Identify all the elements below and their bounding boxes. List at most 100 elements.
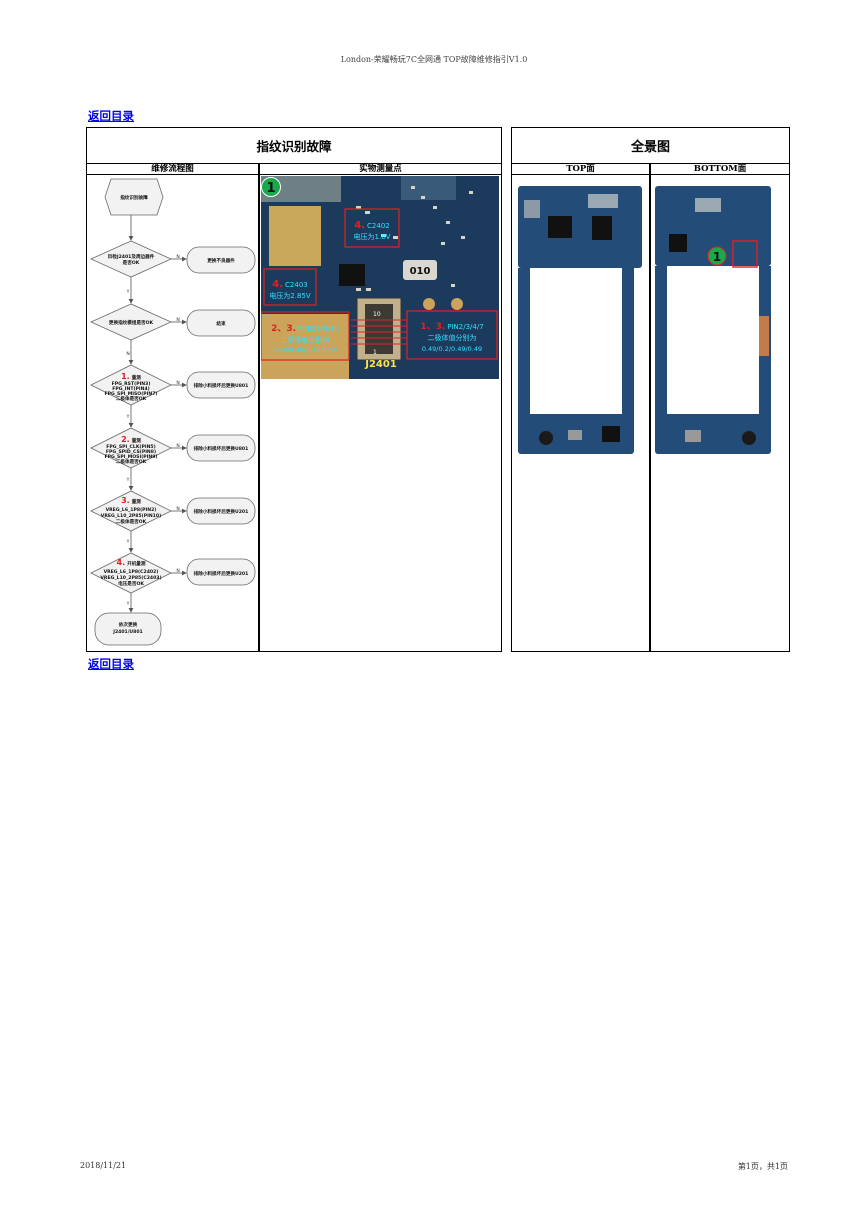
col-flow-header: 维修流程图 xyxy=(151,164,194,174)
flow-d3-line4: FPG_SPI_MISO(PIN7) xyxy=(104,391,157,397)
flow-d6-line4: 电压是否OK xyxy=(118,580,144,587)
flow-action-6 xyxy=(186,558,256,586)
c2402-name: C2402 xyxy=(367,222,390,230)
flow-no-4: N xyxy=(176,443,179,449)
flow-yes-6: Y xyxy=(126,601,130,607)
right-pins-pins: PIN2/3/4/7 xyxy=(447,323,483,331)
ic-chip xyxy=(339,264,365,286)
flow-d4-line1: 2.量测 xyxy=(121,435,141,444)
document-header: London-荣耀畅玩7C全网通 TOP故障维修指引V1.0 xyxy=(340,55,528,64)
gold-pad-upper xyxy=(269,206,321,266)
pin10-label: 10 xyxy=(373,311,381,318)
flow-a2-text: 结束 xyxy=(216,320,226,327)
flow-end-shape xyxy=(94,612,162,646)
left-pins-desc: 二极体值分别为 xyxy=(281,335,330,344)
c2403-label: 4.C2403 xyxy=(272,279,307,290)
bottom-marker-circle xyxy=(707,246,727,266)
right-divider-1 xyxy=(512,163,789,164)
flow-a6-text: 排除小料损坏后更换U201 xyxy=(194,570,249,577)
c2403-box xyxy=(263,268,317,306)
flow-d3-num: 1. xyxy=(121,372,130,381)
flow-d1-line2: 是否OK xyxy=(122,259,140,266)
flow-start-shape xyxy=(104,178,164,216)
fingerprint-fault-panel xyxy=(86,127,502,652)
left-divider-2 xyxy=(87,174,501,175)
flow-d3-l0: 量测 xyxy=(132,374,142,381)
flow-d3-line3: FPG_INT(PIN4) xyxy=(112,386,150,392)
right-pins-box xyxy=(406,310,498,360)
right-pins-label: 1、3.PIN2/3/4/7 xyxy=(420,322,483,332)
flow-yes-5: Y xyxy=(126,539,130,545)
flow-no-3: N xyxy=(176,380,179,386)
flow-yes-3: Y xyxy=(126,414,130,420)
flow-d6-line1: 4.开机量测 xyxy=(117,558,146,567)
flow-end-line2: J2401/U801 xyxy=(112,629,143,635)
right-panel-title: 全景图 xyxy=(630,140,670,155)
bottom-marker-box xyxy=(732,240,758,268)
panorama-panel xyxy=(511,127,790,652)
flow-d3-line1: 1.量测 xyxy=(121,372,141,381)
back-to-toc-link-top[interactable]: 返回目录 xyxy=(88,109,134,123)
flow-action-3 xyxy=(186,371,256,399)
flow-no-1: N xyxy=(176,254,179,260)
flow-d3-line5: 二极体是否OK xyxy=(116,395,147,402)
flow-no-2: N xyxy=(176,317,179,323)
flow-d4-l0: 量测 xyxy=(132,437,142,444)
flow-d6-line2: VREG_L6_1P8(C2402) xyxy=(104,569,159,575)
left-divider-1 xyxy=(87,163,501,164)
right-pins-desc: 二极体值分别为 xyxy=(428,333,477,342)
flow-no-5: N xyxy=(176,506,179,512)
right-pins-values: 0.49/0.2/0.49/0.49 xyxy=(422,345,482,353)
top-side-board xyxy=(518,186,642,454)
flow-action-2 xyxy=(186,309,256,337)
flow-action-4 xyxy=(186,434,256,462)
left-col-divider xyxy=(258,163,260,651)
left-pins-label: 2、3.PIN5/8/9/10 xyxy=(271,324,339,334)
flow-yes-4: Y xyxy=(126,477,130,483)
flow-d5-line4: 二极体是否OK xyxy=(116,518,147,525)
flow-d5-line1: 3.量测 xyxy=(121,496,141,505)
flow-d4-line5: 二极体是否OK xyxy=(116,458,147,465)
flow-d2-text: 更换指纹模组是否OK xyxy=(109,319,154,326)
flow-d6-line3: VREG_L10_2P85(C2403) xyxy=(100,575,161,581)
flow-start-text: 指纹识别故障 xyxy=(120,194,148,201)
flow-a4-text: 排除小料损坏后更换U801 xyxy=(194,445,249,452)
back-to-toc-link-bottom[interactable]: 返回目录 xyxy=(88,657,134,671)
connector-label: J2401 xyxy=(364,359,397,370)
c2402-box xyxy=(344,208,400,248)
pin1-label: 1 xyxy=(373,349,377,356)
flow-no-6: N xyxy=(176,568,179,574)
resistor-010 xyxy=(403,260,437,280)
flow-d1-line1: 目检J2401及周边器件 xyxy=(108,253,155,260)
c2402-num: 4. xyxy=(354,220,365,231)
col-top-header: TOP面 xyxy=(566,164,595,174)
flow-d5-l0: 量测 xyxy=(132,498,142,505)
pcb-measurement-photo: 010 10 1 J2401 1 4.C2402 电压为1.8V 4.C2403… xyxy=(261,176,499,379)
c2402-value: 电压为1.8V xyxy=(354,232,391,241)
photo-badge-circle xyxy=(261,177,281,197)
repair-flowchart: 指纹识别故障 目检J2401及周边器件 是否OK 更换不良器件 更换指纹模组是否… xyxy=(90,178,256,646)
left-pins-num: 2、3. xyxy=(271,324,296,334)
col-measure-header: 实物测量点 xyxy=(359,164,402,174)
col-bottom-header: BOTTOM面 xyxy=(693,164,747,174)
resistor-label: 010 xyxy=(410,266,431,277)
flow-d6-l0: 开机量测 xyxy=(127,560,146,567)
c2403-num: 4. xyxy=(272,279,283,290)
right-divider-2 xyxy=(512,174,789,175)
gold-pad-lower xyxy=(261,314,349,379)
left-pins-values: 0.49/0.49/0.49/0.55 xyxy=(273,346,337,354)
flow-d6-num: 4. xyxy=(117,558,126,567)
flow-a5-text: 排除小料损坏后更换U201 xyxy=(194,508,249,515)
flow-d4-line2: FPG_SPI_CLK(PIN5) xyxy=(106,444,155,450)
left-pins-box xyxy=(261,311,350,361)
c2403-name: C2403 xyxy=(285,281,308,289)
photo-badge-number: 1 xyxy=(266,181,275,196)
flow-d3-line2: FPG_RST(PIN3) xyxy=(112,381,151,387)
bottom-side-board: 1 xyxy=(655,186,771,454)
flow-no-down-2: N xyxy=(126,351,129,357)
flow-action-5 xyxy=(186,497,256,525)
flow-a1-text: 更换不良器件 xyxy=(207,257,235,264)
left-panel-title: 指纹识别故障 xyxy=(256,139,332,154)
footer-page: 第1页，共1页 xyxy=(737,1162,788,1171)
flow-d5-line2: VREG_L6_1P8(PIN2) xyxy=(106,507,157,513)
